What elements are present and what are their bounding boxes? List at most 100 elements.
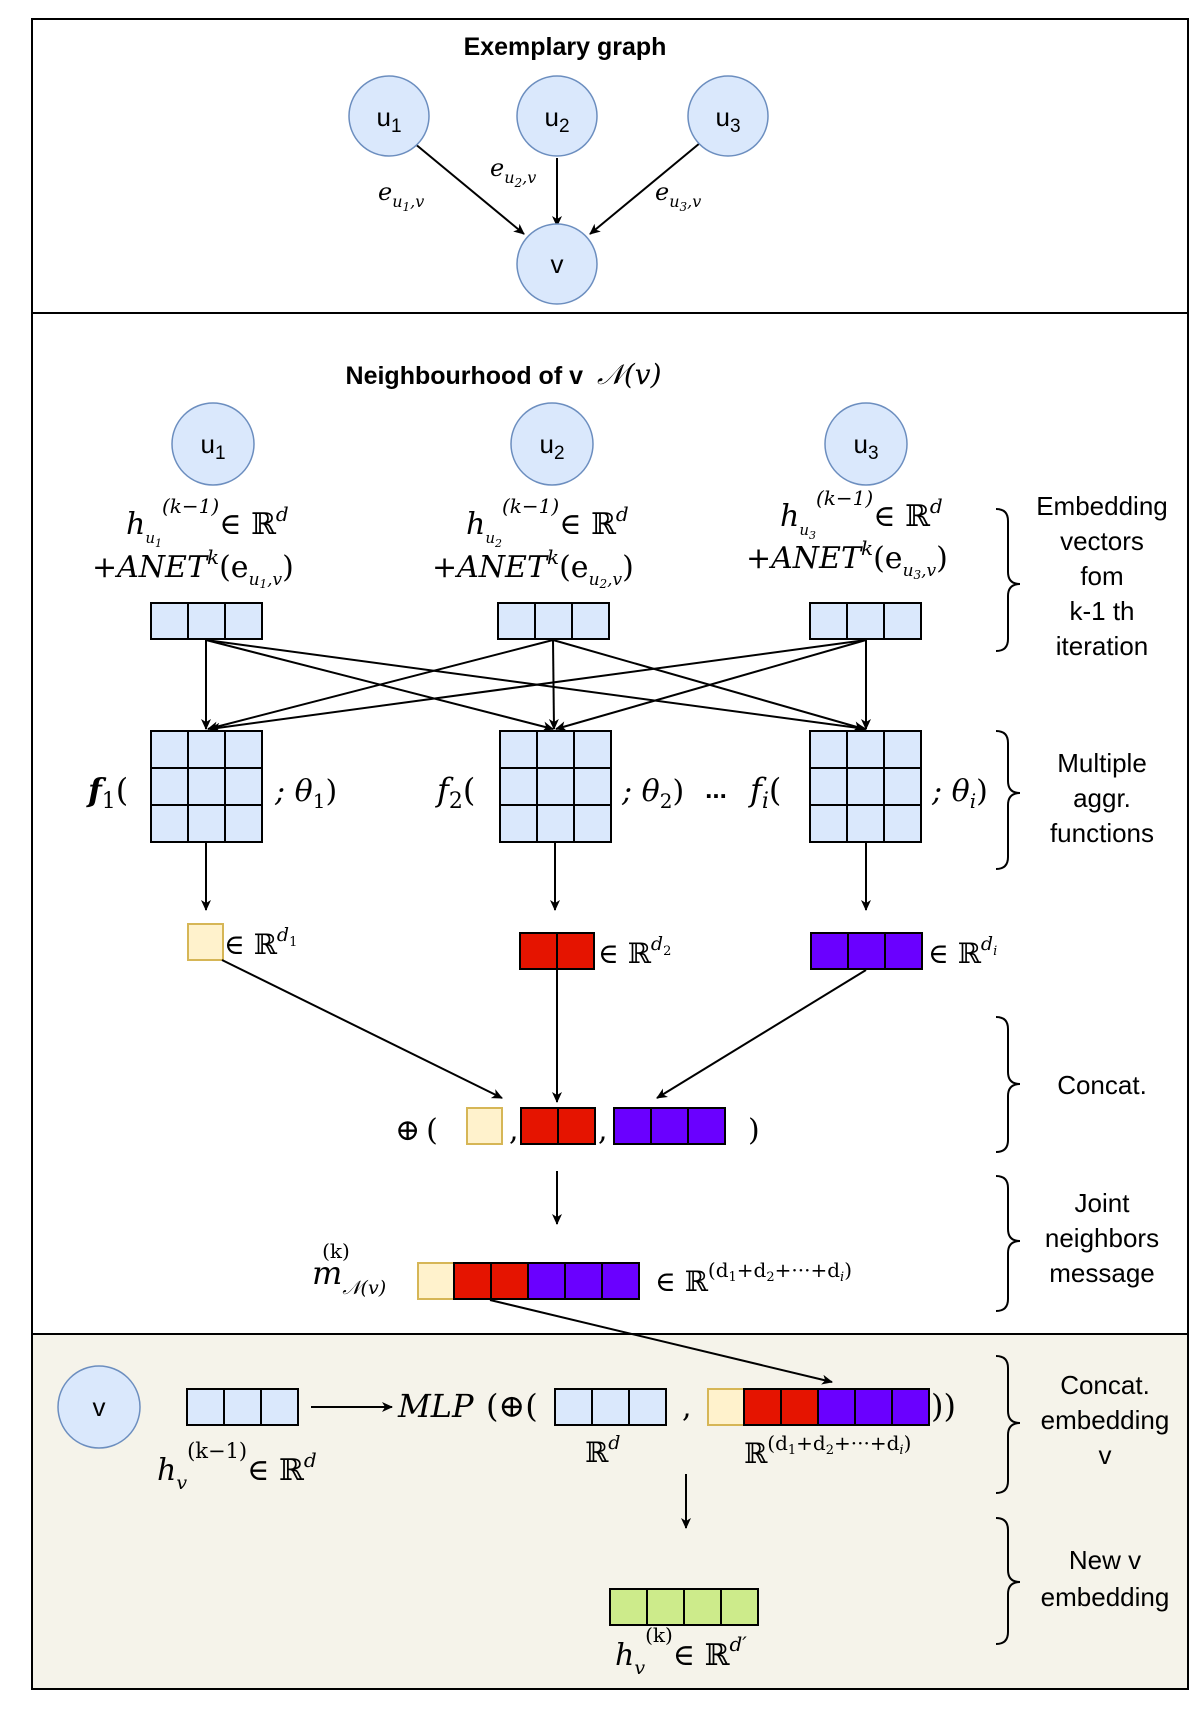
svg-text:∈ ℝdi: ∈ ℝdi [928, 933, 997, 970]
svg-text:u2: u2 [544, 102, 569, 137]
edge-u3-v [589, 142, 701, 235]
svg-text:+ANETk(eu3,v): +ANETk(eu3,v) [746, 536, 948, 582]
concat-expression: ⊕( , , ) [395, 1107, 760, 1148]
joint-message: m𝒩(v)(k) ∈ ℝ(d1+d2+···+di) [312, 1239, 852, 1300]
target-node-v: v [57, 1365, 141, 1449]
bottom-panel-background [32, 1334, 1188, 1689]
svg-text:hv(k)∈ ℝd′: hv(k)∈ ℝd′ [615, 1623, 747, 1679]
embedding-to-aggregator-arrows [201, 639, 871, 733]
svg-text:; θi): ; θi) [931, 774, 988, 813]
svg-text:hu2(k−1)∈ ℝd: hu2(k−1)∈ ℝd [466, 494, 629, 550]
svg-text:fom: fom [1080, 561, 1123, 591]
svg-text:Multiple: Multiple [1057, 748, 1147, 778]
aggregator-matrix-fi [809, 730, 922, 843]
aggregator-matrix-f1 [150, 730, 263, 843]
svg-text:⊕(: ⊕( [395, 1113, 438, 1148]
neighbour-node-u1: u1 [171, 402, 255, 486]
label-concat-embedding: Concat. embedding v [1041, 1370, 1170, 1470]
svg-text:ℝ(d1+d2+···+di): ℝ(d1+d2+···+di) [744, 1431, 911, 1470]
svg-text:hv(k−1)∈ ℝd: hv(k−1)∈ ℝd [157, 1439, 317, 1494]
svg-text:,: , [509, 1113, 519, 1148]
output-vector-f2: ∈ ℝd2 [519, 932, 671, 970]
brace-joint [995, 1175, 1021, 1312]
svg-text:∈ ℝd2: ∈ ℝd2 [598, 933, 671, 970]
svg-text:New v: New v [1069, 1545, 1141, 1575]
embedding-formula-u3: hu3(k−1)∈ ℝd +ANETk(eu3,v) [746, 486, 948, 582]
svg-text:+ANETk(eu1,v): +ANETk(eu1,v) [92, 545, 294, 591]
aggregator-matrix-f2 [499, 730, 612, 843]
svg-text:hu1(k−1)∈ ℝd: hu1(k−1)∈ ℝd [126, 494, 289, 550]
svg-text:ℝd: ℝd [585, 1432, 620, 1469]
aggregator-fi: fi( ; θi) [748, 730, 988, 843]
svg-text:Embedding: Embedding [1036, 491, 1168, 521]
svg-text:embedding: embedding [1041, 1405, 1170, 1435]
svg-text:message: message [1049, 1258, 1155, 1288]
svg-text:,: , [682, 1390, 692, 1425]
svg-text:∈ ℝd1: ∈ ℝd1 [224, 924, 297, 961]
aggregator-f1: f1( ; θ1) [86, 730, 337, 843]
svg-text:MLP: MLP [397, 1387, 474, 1425]
svg-text:u3: u3 [715, 102, 740, 137]
svg-text:+ANETk(eu2,v): +ANETk(eu2,v) [432, 545, 634, 591]
svg-text:embedding: embedding [1041, 1582, 1170, 1612]
mlp-expression: MLP (⊕( , )) ℝd ℝ(d1+d2+···+di) [397, 1387, 956, 1470]
label-joint: Joint neighbors message [1045, 1188, 1159, 1288]
neighbourhood-math: 𝒩(v) [597, 358, 662, 391]
embedding-vector-u2 [497, 602, 610, 640]
svg-text:aggr.: aggr. [1073, 783, 1131, 813]
arrow-outputi-concat [656, 969, 867, 1099]
svg-text:u1: u1 [376, 102, 401, 137]
svg-text:∈ ℝ(d1+d2+···+di): ∈ ℝ(d1+d2+···+di) [655, 1258, 852, 1298]
svg-text:v: v [551, 249, 564, 279]
embedding-formula-u2: hu2(k−1)∈ ℝd +ANETk(eu2,v) [432, 494, 634, 591]
label-multiple: Multiple aggr. functions [1050, 748, 1154, 848]
svg-text:; θ1): ; θ1) [274, 774, 337, 813]
embedding-vector-u3 [809, 602, 922, 640]
brace-multiple [995, 730, 1021, 870]
svg-text:): ) [748, 1113, 760, 1148]
svg-text:v: v [93, 1392, 106, 1422]
svg-text:)): )) [931, 1387, 956, 1425]
aggregator-ellipsis: ... [705, 774, 727, 804]
edge-label-e-u1-v: eu1,v [378, 178, 424, 214]
svg-text:m𝒩(v)(k): m𝒩(v)(k) [312, 1239, 386, 1299]
svg-text:v: v [1099, 1440, 1112, 1470]
svg-text:vectors: vectors [1060, 526, 1144, 556]
svg-text:,: , [598, 1113, 608, 1148]
output-vector-fi: ∈ ℝdi [810, 932, 997, 970]
outer-frame [31, 18, 1189, 1690]
svg-text:u1: u1 [200, 429, 225, 464]
svg-text:(⊕(: (⊕( [486, 1387, 538, 1425]
svg-text:fi(: fi( [748, 771, 781, 814]
graph-title: Exemplary graph [464, 33, 667, 61]
edge-u1-v [413, 142, 525, 235]
svg-text:k-1 th: k-1 th [1069, 596, 1134, 626]
edge-label-e-u3-v: eu3,v [655, 178, 701, 214]
graph-node-v: v [516, 223, 598, 305]
graph-node-u3: u3 [687, 75, 769, 157]
svg-text:f1(: f1( [86, 771, 128, 814]
brace-new-v [995, 1517, 1021, 1645]
aggregator-f2: f2( ; θ2) [435, 730, 684, 843]
svg-text:hu3(k−1)∈ ℝd: hu3(k−1)∈ ℝd [780, 486, 943, 542]
svg-text:u3: u3 [853, 429, 878, 464]
embedding-formula-u1: hu1(k−1)∈ ℝd +ANETk(eu1,v) [92, 494, 294, 591]
svg-text:Joint: Joint [1075, 1188, 1131, 1218]
brace-concat-embedding [995, 1355, 1021, 1494]
label-embedding: Embedding vectors fom k-1 th iteration [1036, 491, 1168, 661]
embedding-vector-u1 [150, 602, 263, 640]
svg-text:u2: u2 [539, 429, 564, 464]
graph-node-u2: u2 [516, 75, 598, 157]
edge-label-e-u2-v: eu2,v [490, 154, 536, 190]
svg-text:Concat.: Concat. [1060, 1370, 1150, 1400]
arrow-message-to-mlp-input [489, 1299, 833, 1385]
svg-text:f2(: f2( [435, 771, 475, 814]
brace-embedding [995, 508, 1021, 652]
output-vector-f1: ∈ ℝd1 [187, 923, 297, 961]
label-new-v: New v embedding [1041, 1545, 1170, 1612]
neighbour-node-u3: u3 [824, 402, 908, 486]
arrow-output1-concat [221, 959, 503, 1099]
neighbourhood-title: Neighbourhood of v [346, 362, 584, 390]
svg-text:functions: functions [1050, 818, 1154, 848]
